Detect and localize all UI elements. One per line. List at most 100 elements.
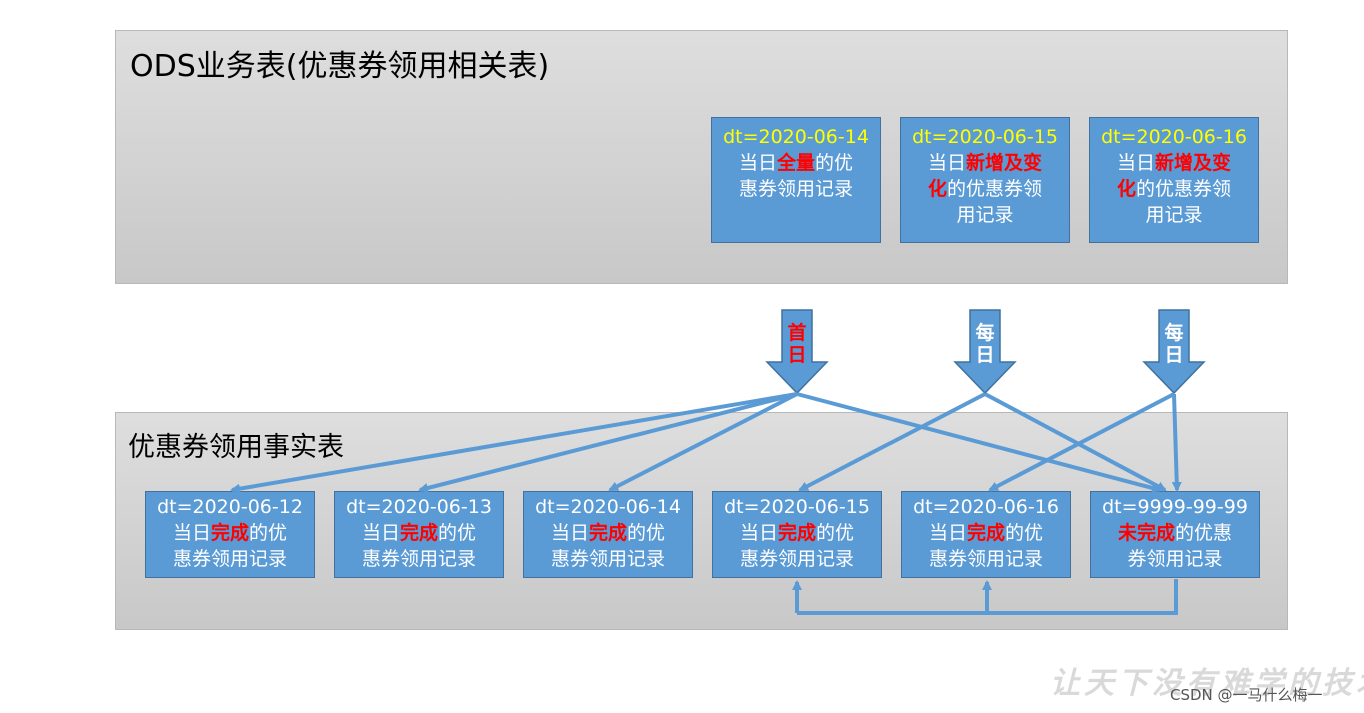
ods-box-text-line: 当日新增及变 — [1117, 150, 1231, 176]
load-arrow-0 — [765, 309, 829, 395]
load-arrow-char: 日 — [787, 344, 807, 366]
fact-box-highlight: 完成 — [966, 522, 1005, 544]
ods-box-text: 当日 — [1116, 152, 1155, 174]
flow-line-first-to-9999 — [796, 392, 1162, 493]
fact-box-text: 惠券领用记录 — [550, 548, 665, 570]
load-arrow-char: 首 — [787, 322, 807, 344]
fact-box-text: 当日 — [172, 522, 211, 544]
load-arrow-char: 日 — [975, 344, 995, 366]
ods-box-highlight: 新增及变 — [966, 152, 1043, 174]
ods-box-text: 的优惠券领 — [1136, 178, 1232, 200]
fact-box-text: 当日 — [361, 522, 400, 544]
ods-box-text: 惠券领用记录 — [738, 178, 853, 200]
ods-box-text-line: 惠券领用记录 — [739, 176, 853, 202]
fact-panel-title: 优惠券领用事实表 — [128, 432, 344, 463]
ods-box-text-line: 化的优惠券领 — [928, 176, 1042, 202]
load-arrow-char: 日 — [1164, 344, 1184, 366]
fact-box-text: 的优 — [816, 522, 855, 544]
fact-box-highlight: 完成 — [777, 522, 816, 544]
ods-panel-title: ODS业务表(优惠券领用相关表) — [130, 49, 550, 84]
ods-box-date: dt=2020-06-14 — [723, 126, 869, 148]
ods-box-highlight: 化 — [1116, 178, 1136, 200]
ods-box-date: dt=2020-06-16 — [1101, 126, 1247, 148]
flow-line-first-to-0612 — [230, 392, 798, 494]
ods-box-text: 的优惠券领 — [947, 178, 1043, 200]
load-arrow-label-1: 每日 — [973, 322, 997, 366]
load-arrow-label-0: 首日 — [785, 322, 809, 366]
fact-box-text: 的优 — [438, 522, 477, 544]
fact-box-text-line: 惠券领用记录 — [362, 546, 476, 572]
ods-box-highlight: 全量 — [776, 152, 815, 174]
ods-box-highlight: 化 — [927, 178, 947, 200]
fact-box-text: 惠券领用记录 — [361, 548, 476, 570]
fact-box-date: dt=2020-06-14 — [535, 496, 681, 518]
flow-line-0615-to-9999 — [984, 392, 1167, 492]
ods-box-text: 用记录 — [956, 204, 1014, 226]
ods-box-text-line: 当日全量的优 — [739, 150, 853, 176]
load-arrow-label-2: 每日 — [1162, 322, 1186, 366]
ods-box-text: 的优 — [815, 152, 854, 174]
load-arrow-char: 每 — [1164, 322, 1184, 344]
fact-box-highlight: 完成 — [399, 522, 438, 544]
loop-line-9999 — [797, 579, 1178, 615]
fact-box-text: 当日 — [928, 522, 967, 544]
fact-box-highlight: 未完成 — [1117, 522, 1175, 544]
fact-box-text-line: 惠券领用记录 — [740, 546, 854, 572]
fact-box-text-line: 当日完成的优 — [551, 520, 665, 546]
flow-line-first-to-0613 — [418, 392, 798, 493]
fact-box-text-line: 当日完成的优 — [362, 520, 476, 546]
fact-box-text-line: 未完成的优惠 — [1118, 520, 1232, 546]
ods-box-text: 用记录 — [1145, 204, 1203, 226]
fact-box-text-line: 当日完成的优 — [740, 520, 854, 546]
ods-box-text-line: 化的优惠券领 — [1117, 176, 1231, 202]
fact-box-text: 当日 — [550, 522, 589, 544]
fact-box-text: 惠券领用记录 — [172, 548, 287, 570]
flow-line-first-to-0614 — [608, 392, 798, 492]
ods-box-text: 当日 — [738, 152, 777, 174]
fact-box-text-line: 当日完成的优 — [929, 520, 1043, 546]
fact-box-date: dt=9999-99-99 — [1102, 496, 1248, 518]
ods-box-text-line: 当日新增及变 — [928, 150, 1042, 176]
fact-box-date: dt=2020-06-16 — [913, 496, 1059, 518]
fact-box-text-line: 惠券领用记录 — [551, 546, 665, 572]
ods-box-text: 当日 — [927, 152, 966, 174]
load-arrow-2 — [1142, 309, 1206, 395]
flow-line-0616-to-fact-0616 — [988, 392, 1175, 492]
watermark-text: 让天下没有难学的技术 — [1050, 666, 1364, 701]
fact-box-text-line: 券领用记录 — [1127, 546, 1222, 572]
fact-box-text-line: 惠券领用记录 — [173, 546, 287, 572]
fact-box-text: 的优惠 — [1175, 522, 1233, 544]
fact-box-highlight: 完成 — [588, 522, 627, 544]
fact-box-text-line: 当日完成的优 — [173, 520, 287, 546]
load-arrow-char: 每 — [975, 322, 995, 344]
fact-box-text: 的优 — [1005, 522, 1044, 544]
flow-line-0616-to-9999 — [1171, 393, 1182, 492]
load-arrow-1 — [953, 309, 1017, 395]
fact-box-text: 当日 — [739, 522, 778, 544]
csdn-credit: CSDN @一马什么梅一 — [1170, 686, 1323, 704]
fact-box-date: dt=2020-06-15 — [724, 496, 870, 518]
ods-box-highlight: 新增及变 — [1155, 152, 1232, 174]
flow-line-0615-to-fact-0615 — [798, 392, 986, 492]
fact-box-text: 惠券领用记录 — [739, 548, 854, 570]
fact-box-date: dt=2020-06-12 — [157, 496, 303, 518]
fact-box-date: dt=2020-06-13 — [346, 496, 492, 518]
ods-box-text-line: 用记录 — [1145, 202, 1202, 228]
fact-box-text: 券领用记录 — [1127, 548, 1223, 570]
fact-box-highlight: 完成 — [210, 522, 249, 544]
fact-box-text-line: 惠券领用记录 — [929, 546, 1043, 572]
fact-box-text: 惠券领用记录 — [928, 548, 1043, 570]
fact-box-text: 的优 — [627, 522, 666, 544]
fact-box-text: 的优 — [249, 522, 288, 544]
ods-box-date: dt=2020-06-15 — [912, 126, 1058, 148]
ods-box-text-line: 用记录 — [956, 202, 1013, 228]
